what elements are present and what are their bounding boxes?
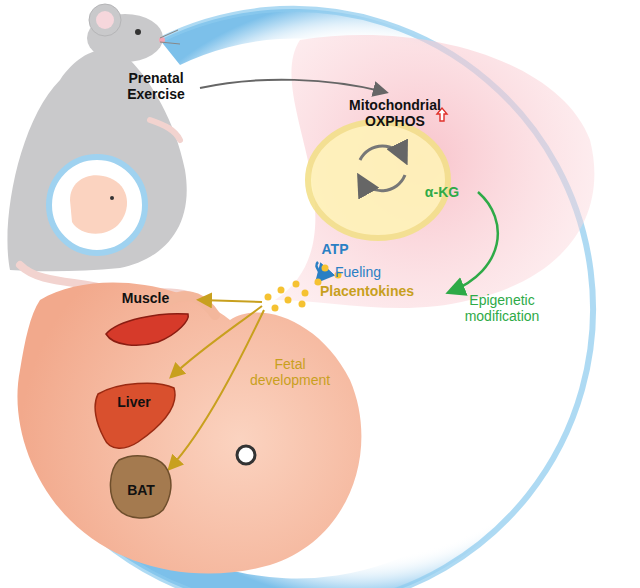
organ-label: BAT: [127, 482, 155, 498]
epigenetic-label: Epigenetic modification: [452, 292, 552, 324]
organ-outline: [95, 383, 175, 448]
organ-outline: [106, 314, 188, 346]
fueling-label: Fueling: [328, 264, 388, 280]
metabolite-label: α-KG: [412, 184, 472, 200]
oxphos-label: Mitochondrial OXPHOS: [345, 97, 445, 129]
organ-label: Liver: [117, 394, 150, 410]
organ-outline: [110, 456, 171, 518]
organ-shape: [88, 378, 180, 458]
organ-label: Muscle: [122, 290, 169, 306]
muscle-organ: Muscle: [98, 290, 193, 352]
liver-organ: Liver: [88, 378, 180, 458]
placentokines-label: Placentokines: [312, 283, 422, 299]
atp-label: ATP: [312, 241, 358, 257]
exercise-label: Prenatal Exercise: [108, 70, 204, 102]
development-label: Fetal development: [250, 356, 330, 388]
bat-organ: BAT: [105, 450, 177, 522]
